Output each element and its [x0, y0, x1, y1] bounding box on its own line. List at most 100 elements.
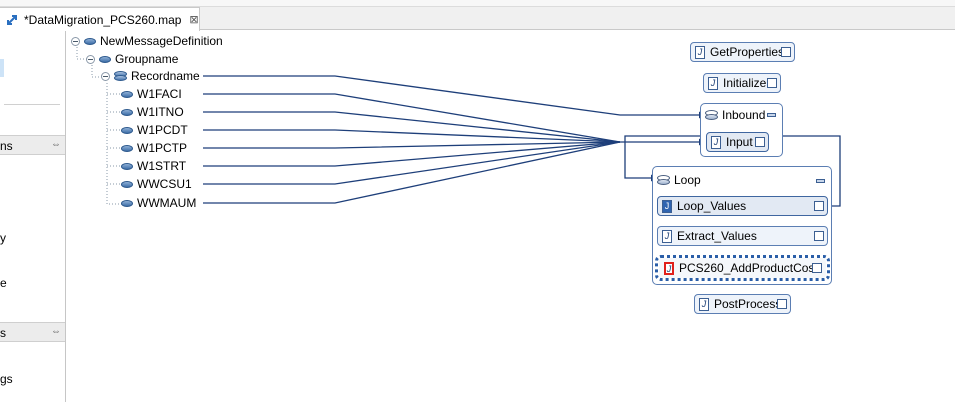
- wire-w1faci: [203, 93, 700, 143]
- tree-node-field[interactable]: W1PCTP: [121, 140, 187, 156]
- map-canvas[interactable]: NewMessageDefinition Groupname Recordnam…: [67, 31, 955, 402]
- function-icon: J: [695, 45, 705, 59]
- tree-node-label: WWMAUM: [137, 196, 197, 210]
- wire-w1itno: [203, 111, 621, 143]
- inbound-header: Inbound: [705, 108, 765, 122]
- tree-node-field[interactable]: WWMAUM: [121, 195, 196, 211]
- tree-node-label: WWCSU1: [137, 177, 192, 191]
- field-icon: [121, 199, 133, 207]
- panel-section-header-1[interactable]: ns ⇔: [0, 135, 65, 155]
- function-icon: J: [662, 229, 672, 243]
- collapse-icon[interactable]: ⇔: [51, 326, 61, 337]
- field-icon: [121, 90, 133, 98]
- expand-box-icon[interactable]: [777, 299, 787, 309]
- wire-w1pcdt: [203, 129, 621, 143]
- inbound-group[interactable]: Inbound J Input: [700, 103, 783, 157]
- close-icon[interactable]: ⊠: [189, 13, 199, 26]
- message-definition-icon: [84, 37, 96, 45]
- tree-node-field[interactable]: WWCSU1: [121, 176, 192, 192]
- map-editor-icon: [7, 14, 17, 25]
- collapse-toggle-icon[interactable]: [101, 71, 110, 81]
- loop-function-icon: J: [662, 199, 672, 213]
- collapse-toggle-icon[interactable]: [71, 36, 80, 46]
- loop-group[interactable]: Loop J Loop_Values J Extract_Values J PC…: [652, 166, 832, 285]
- wire-w1pctp: [203, 141, 621, 149]
- panel-item[interactable]: y: [0, 231, 6, 245]
- wire-wwmaum: [203, 141, 621, 204]
- node-label: Loop: [674, 173, 701, 187]
- tab-title: *DataMigration_PCS260.map: [24, 12, 182, 27]
- tab-bar-top-strip: [0, 0, 955, 7]
- input-node[interactable]: J Input: [706, 132, 769, 152]
- panel-section-title: ns: [0, 139, 13, 153]
- node-label: Initialize: [723, 76, 767, 90]
- node-label: Input: [726, 135, 753, 149]
- wire-w1strt: [203, 141, 621, 167]
- tree-node-record[interactable]: Recordname: [101, 68, 200, 84]
- field-icon: [121, 162, 133, 170]
- node-label: PostProcess: [714, 297, 782, 311]
- left-panel: ns ⇔ y e s ⇔ gs: [0, 31, 66, 402]
- tree-node-label: Groupname: [115, 52, 179, 66]
- get-properties-node[interactable]: J GetProperties: [690, 42, 795, 62]
- expand-box-icon[interactable]: [781, 47, 791, 57]
- expand-box-icon[interactable]: [755, 137, 765, 147]
- group-icon: [99, 55, 111, 63]
- tree-node-field[interactable]: W1STRT: [121, 158, 186, 174]
- selection-outline: [655, 255, 830, 281]
- database-icon: [705, 110, 718, 120]
- tree-guide-lines: [76, 47, 122, 205]
- tree-node-label: W1FACI: [137, 87, 182, 101]
- tree-node-label: W1PCTP: [137, 141, 188, 155]
- function-icon: J: [699, 297, 709, 311]
- post-process-node[interactable]: J PostProcess: [694, 294, 791, 314]
- initialize-node[interactable]: J Initialize: [703, 73, 781, 93]
- tree-node-root[interactable]: NewMessageDefinition: [71, 33, 223, 49]
- function-icon: J: [664, 261, 674, 275]
- panel-section-title: s: [0, 326, 6, 340]
- node-label: PCS260_AddProductCost: [679, 261, 818, 275]
- tree-node-label: W1STRT: [137, 159, 187, 173]
- tree-node-label: NewMessageDefinition: [100, 34, 223, 48]
- wire-wwcsu1: [203, 141, 621, 185]
- node-label: Inbound: [722, 108, 766, 122]
- minimize-icon[interactable]: [816, 179, 825, 183]
- database-icon: [657, 175, 670, 185]
- field-icon: [121, 144, 133, 152]
- tree-node-field[interactable]: W1PCDT: [121, 122, 188, 138]
- extract-values-node[interactable]: J Extract_Values: [657, 226, 828, 246]
- tree-node-field[interactable]: W1FACI: [121, 86, 182, 102]
- node-label: Extract_Values: [677, 229, 757, 243]
- expand-box-icon[interactable]: [814, 231, 824, 241]
- loop-header: Loop: [657, 173, 701, 187]
- minimize-icon[interactable]: [767, 113, 776, 117]
- selected-item-highlight[interactable]: [0, 59, 4, 77]
- tree-node-group[interactable]: Groupname: [86, 51, 178, 67]
- panel-item[interactable]: gs: [0, 372, 13, 386]
- editor-tab-bar: *DataMigration_PCS260.map ⊠: [0, 0, 955, 31]
- panel-separator: [4, 104, 60, 105]
- wire-record-inbound: [203, 75, 700, 116]
- tab-datamigration-map[interactable]: *DataMigration_PCS260.map ⊠: [0, 7, 200, 31]
- tree-node-label: W1ITNO: [137, 105, 184, 119]
- node-label: GetProperties: [710, 45, 785, 59]
- collapse-icon[interactable]: ⇔: [51, 139, 61, 150]
- loop-values-node[interactable]: J Loop_Values: [657, 196, 828, 216]
- collapse-toggle-icon[interactable]: [86, 54, 95, 64]
- tree-node-label: Recordname: [131, 69, 200, 83]
- tree-node-field[interactable]: W1ITNO: [121, 104, 184, 120]
- add-product-cost-node[interactable]: J PCS260_AddProductCost: [659, 258, 826, 278]
- field-icon: [121, 126, 133, 134]
- panel-section-header-2[interactable]: s ⇔: [0, 322, 65, 342]
- field-icon: [121, 108, 133, 116]
- record-icon: [114, 71, 127, 81]
- expand-box-icon[interactable]: [767, 78, 777, 88]
- function-icon: J: [711, 135, 721, 149]
- expand-box-icon[interactable]: [812, 263, 822, 273]
- tree-node-label: W1PCDT: [137, 123, 188, 137]
- panel-item[interactable]: e: [0, 276, 7, 290]
- expand-box-icon[interactable]: [814, 201, 824, 211]
- field-icon: [121, 180, 133, 188]
- node-label: Loop_Values: [677, 199, 747, 213]
